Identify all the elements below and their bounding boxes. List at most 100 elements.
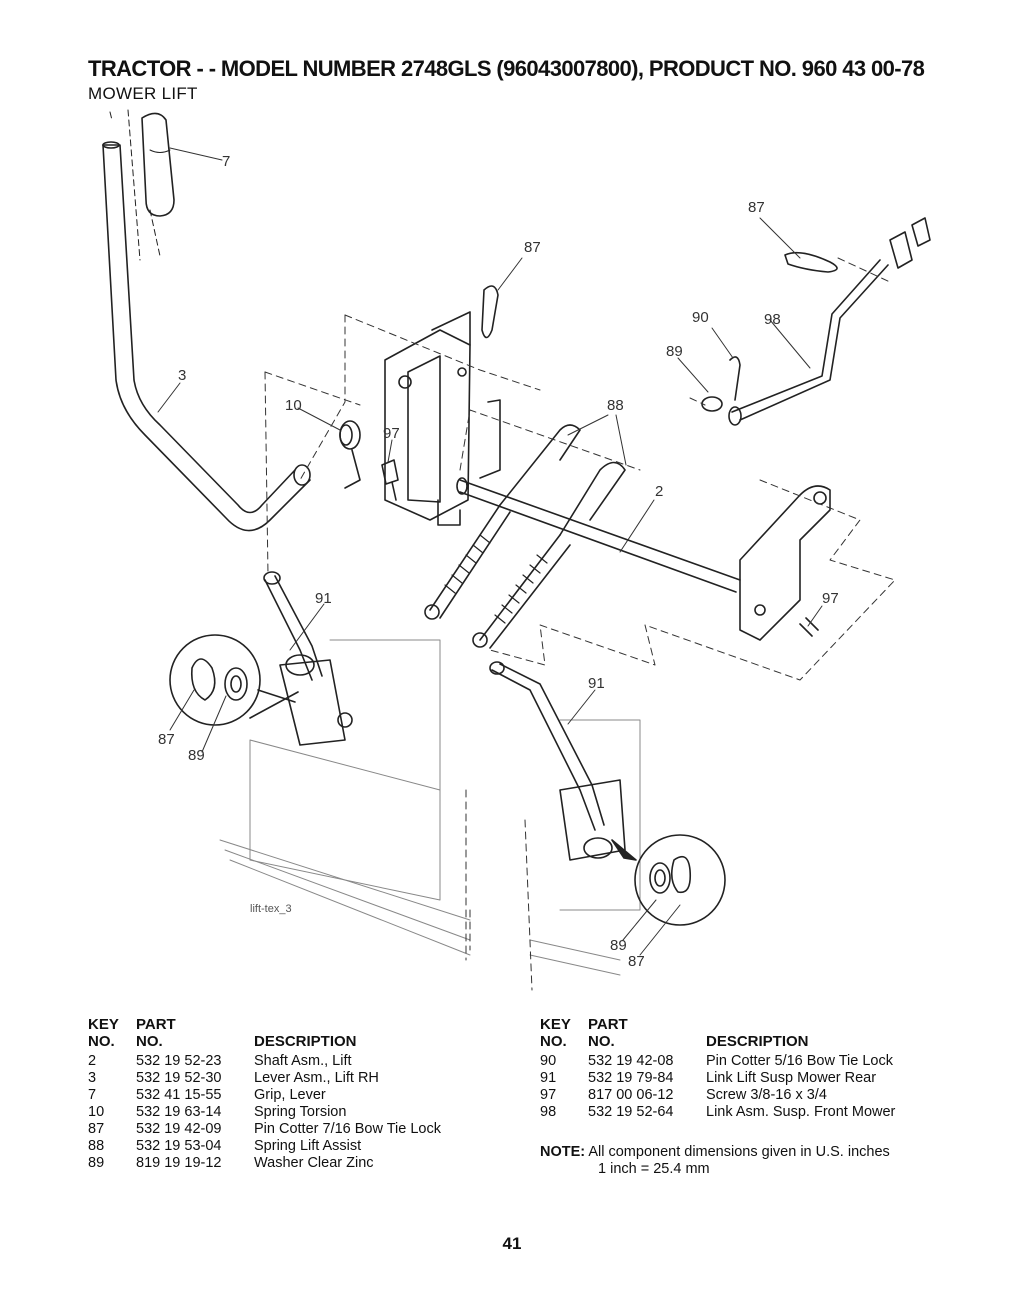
part-description: Washer Clear Zinc: [254, 1155, 374, 1171]
callout-2: 2: [655, 483, 663, 500]
part-no: 532 19 52-64: [588, 1104, 674, 1120]
lift-bracket-drawing: [384, 311, 501, 526]
assembly-guide-lines: [264, 257, 896, 991]
table-row: 91 532 19 79-84 Link Lift Susp Mower Rear: [540, 1070, 895, 1087]
part-description: Pin Cotter 7/16 Bow Tie Lock: [254, 1121, 441, 1137]
screw-drawing: [381, 459, 399, 501]
callout-89-inset-right: 89: [610, 937, 627, 954]
header-part-line1: PART: [588, 1016, 628, 1033]
section-subtitle: MOWER LIFT: [88, 84, 198, 103]
table-row: 7 532 41 15-55 Grip, Lever: [88, 1087, 441, 1104]
callout-97-right: 97: [822, 590, 839, 607]
part-no: 532 19 79-84: [588, 1070, 674, 1086]
part-no: 532 19 63-14: [136, 1104, 222, 1120]
key-no: 97: [540, 1087, 557, 1103]
callout-3: 3: [178, 367, 186, 384]
lift-shaft-drawing: [456, 477, 741, 593]
callout-87-right: 87: [748, 199, 765, 216]
lift-lever-drawing: [102, 141, 311, 532]
header-part-line1: PART: [136, 1016, 176, 1033]
header-description: DESCRIPTION: [706, 1033, 809, 1050]
callout-91-left: 91: [315, 590, 332, 607]
table-row: 10 532 19 63-14 Spring Torsion: [88, 1104, 441, 1121]
part-no: 532 19 53-04: [136, 1138, 222, 1154]
front-link-drawing: [701, 217, 931, 426]
part-description: Shaft Asm., Lift: [254, 1053, 352, 1069]
table-row: 2 532 19 52-23 Shaft Asm., Lift: [88, 1053, 441, 1070]
lift-arm-drawing: [739, 485, 831, 641]
header-key-line1: KEY: [88, 1016, 119, 1033]
part-no: 532 41 15-55: [136, 1087, 222, 1103]
dimension-note: NOTE: All component dimensions given in …: [540, 1144, 890, 1178]
torsion-spring-drawing: [339, 420, 361, 489]
table-row: 90 532 19 42-08 Pin Cotter 5/16 Bow Tie Lo…: [540, 1053, 895, 1070]
key-no: 88: [88, 1138, 105, 1154]
table-row: 98 532 19 52-64 Link Asm. Susp. Front Mowe…: [540, 1104, 895, 1121]
key-no: 98: [540, 1104, 557, 1120]
header-part-line2: NO.: [136, 1033, 163, 1050]
callout-87-inset-left: 87: [158, 731, 175, 748]
lever-grip-drawing: [109, 109, 175, 261]
page-number: 41: [502, 1234, 522, 1253]
part-no: 819 19 19-12: [136, 1155, 222, 1171]
note-line2: 1 inch = 25.4 mm: [598, 1161, 710, 1177]
callout-98: 98: [764, 311, 781, 328]
inset-detail-right: [611, 834, 726, 926]
key-no: 91: [540, 1070, 557, 1086]
callout-leader-lines: [157, 147, 823, 956]
header-key-line1: KEY: [540, 1016, 571, 1033]
callout-89-top: 89: [666, 343, 683, 360]
part-description: Spring Lift Assist: [254, 1138, 362, 1154]
key-no: 90: [540, 1053, 557, 1069]
key-no: 3: [88, 1070, 97, 1086]
table-row: 3 532 19 52-30 Lever Asm., Lift RH: [88, 1070, 441, 1087]
table-row: 88 532 19 53-04 Spring Lift Assist: [88, 1138, 441, 1155]
key-no: 7: [88, 1087, 97, 1103]
inset-detail-left: [169, 634, 299, 726]
part-no: 532 19 42-08: [588, 1053, 674, 1069]
rear-link-left-drawing: [263, 571, 353, 746]
mower-lift-diagram: 7 87 87 90 98 89 3 10 97 88 2 91 97 87 8…: [102, 109, 931, 991]
pin-cotter-drawing: [481, 251, 838, 339]
callout-88: 88: [607, 397, 624, 414]
key-no: 87: [88, 1121, 105, 1137]
callout-87-top: 87: [524, 239, 541, 256]
mower-deck-outline: [219, 639, 641, 976]
header-part-line2: NO.: [588, 1033, 615, 1050]
table-row: 89 819 19 19-12 Washer Clear Zinc: [88, 1155, 441, 1172]
callout-87-inset-right: 87: [628, 953, 645, 970]
callout-10: 10: [285, 397, 302, 414]
part-no: 532 19 42-09: [136, 1121, 222, 1137]
part-description: Link Lift Susp Mower Rear: [706, 1070, 877, 1086]
note-label: NOTE:: [540, 1144, 586, 1160]
lift-assist-springs-drawing: [424, 424, 626, 649]
table-row: 87 532 19 42-09 Pin Cotter 7/16 Bow Tie Lo…: [88, 1121, 441, 1138]
header-description: DESCRIPTION: [254, 1033, 357, 1050]
key-no: 10: [88, 1104, 105, 1120]
callout-90: 90: [692, 309, 709, 326]
rear-link-right-drawing: [489, 661, 626, 861]
page-title: TRACTOR - - MODEL NUMBER 2748GLS (960430…: [88, 56, 925, 81]
part-description: Pin Cotter 5/16 Bow Tie Lock: [706, 1053, 893, 1069]
part-description: Grip, Lever: [254, 1087, 326, 1103]
part-no: 532 19 52-23: [136, 1053, 222, 1069]
key-no: 2: [88, 1053, 97, 1069]
parts-table-left: KEY PART NO. NO. DESCRIPTION 2 532 19 52-…: [88, 1016, 441, 1172]
header-key-line2: NO.: [540, 1033, 567, 1050]
callout-91-right: 91: [588, 675, 605, 692]
callout-89-inset-left: 89: [188, 747, 205, 764]
table-row: 97 817 00 06-12 Screw 3/8-16 x 3/4: [540, 1087, 895, 1104]
part-description: Link Asm. Susp. Front Mower: [706, 1104, 896, 1120]
callout-97-left: 97: [383, 425, 400, 442]
part-no: 817 00 06-12: [588, 1087, 674, 1103]
part-description: Spring Torsion: [254, 1104, 347, 1120]
callout-7: 7: [222, 153, 230, 170]
parts-table-right: KEY PART NO. NO. DESCRIPTION 90 532 19 42…: [540, 1016, 895, 1121]
note-line1: All component dimensions given in U.S. i…: [588, 1144, 890, 1160]
header-key-line2: NO.: [88, 1033, 115, 1050]
part-description: Screw 3/8-16 x 3/4: [706, 1087, 827, 1103]
key-no: 89: [88, 1155, 105, 1171]
diagram-caption: lift-tex_3: [250, 903, 292, 915]
part-no: 532 19 52-30: [136, 1070, 222, 1086]
part-description: Lever Asm., Lift RH: [254, 1070, 379, 1086]
